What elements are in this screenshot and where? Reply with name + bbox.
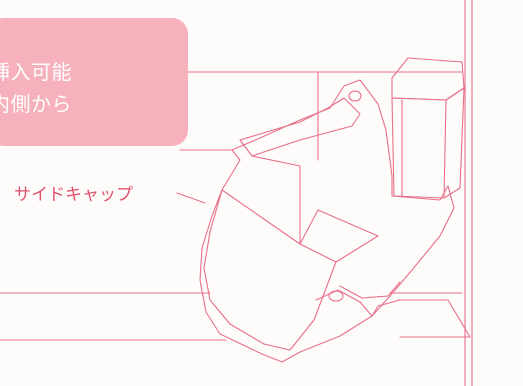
- mount-hole-bottom: [328, 290, 344, 302]
- lower-bracket: [397, 299, 471, 338]
- mount-hole-top: [348, 90, 362, 102]
- side-cap-outline: [199, 79, 455, 363]
- callout-text-line-2: 内側から: [0, 92, 72, 116]
- insertion-callout: 挿入可能 内側から: [0, 18, 188, 146]
- upright-block-face: [391, 57, 465, 101]
- callout-text-line-1: 挿入可能: [0, 60, 72, 84]
- side-cap-label: サイドキャップ: [14, 185, 133, 205]
- upright-block-front: [391, 97, 447, 199]
- side-cap-top-plate: [239, 97, 361, 157]
- label-leader-line: [176, 192, 206, 204]
- side-cap-front-panel: [203, 189, 337, 351]
